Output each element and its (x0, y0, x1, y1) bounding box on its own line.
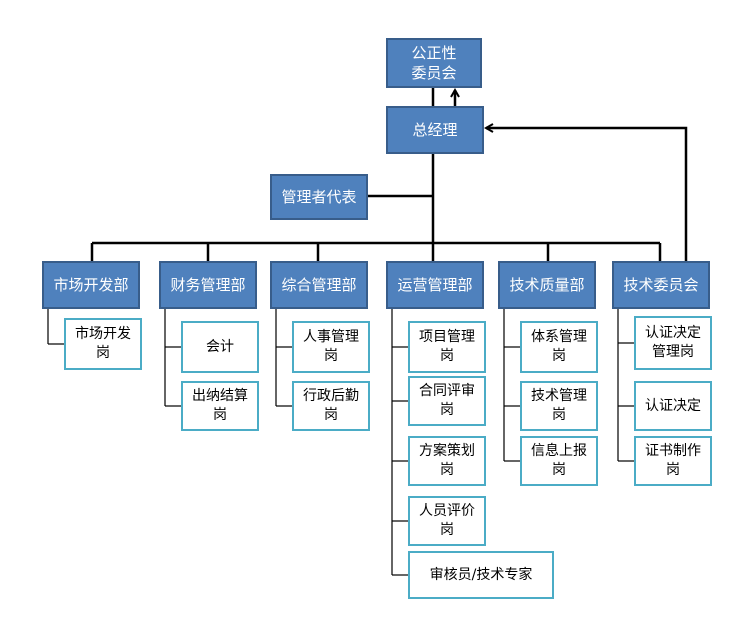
post-node: 人事管理 岗 (292, 321, 370, 373)
management-rep-label: 管理者代表 (281, 187, 357, 206)
department-node: 技术委员会 (612, 261, 710, 309)
feedback-arrow-line (486, 128, 688, 261)
post-node: 行政后勤 岗 (292, 381, 370, 431)
post-node: 项目管理 岗 (408, 321, 486, 373)
department-node: 综合管理部 (270, 261, 368, 309)
committee-label: 公正性 委员会 (411, 43, 457, 82)
post-label: 技术管理 岗 (531, 388, 587, 423)
post-label: 会计 (206, 338, 234, 355)
department-label: 综合管理部 (281, 275, 357, 294)
post-connector-lines (47, 309, 634, 576)
general-manager-node: 总经理 (386, 106, 484, 154)
department-label: 财务管理部 (170, 275, 246, 294)
post-label: 认证决定 管理岗 (645, 325, 701, 360)
post-label: 方案策划 岗 (419, 443, 475, 478)
post-label: 信息上报 岗 (531, 443, 587, 478)
post-node: 会计 (181, 321, 259, 373)
post-label: 合同评审 岗 (419, 383, 475, 418)
post-label: 人事管理 岗 (303, 329, 359, 364)
post-label: 行政后勤 岗 (303, 388, 359, 423)
department-node: 运营管理部 (386, 261, 484, 309)
post-label: 审核员/技术专家 (429, 566, 533, 583)
post-label: 证书制作 岗 (645, 443, 701, 478)
department-node: 财务管理部 (159, 261, 257, 309)
department-label: 市场开发部 (53, 275, 129, 294)
post-node: 认证决定 管理岗 (634, 316, 712, 370)
department-node: 市场开发部 (42, 261, 140, 309)
post-node: 认证决定 (634, 381, 712, 431)
post-node: 市场开发 岗 (64, 318, 142, 370)
post-label: 出纳结算 岗 (192, 388, 248, 423)
post-node: 信息上报 岗 (520, 436, 598, 486)
department-node: 技术质量部 (498, 261, 596, 309)
post-node: 人员评价 岗 (408, 496, 486, 546)
post-node: 证书制作 岗 (634, 436, 712, 486)
post-node: 审核员/技术专家 (408, 551, 554, 599)
department-label: 运营管理部 (397, 275, 473, 294)
post-label: 人员评价 岗 (419, 503, 475, 538)
post-node: 出纳结算 岗 (181, 381, 259, 431)
post-node: 方案策划 岗 (408, 436, 486, 486)
post-node: 技术管理 岗 (520, 381, 598, 431)
post-label: 认证决定 (645, 397, 701, 414)
department-label: 技术委员会 (623, 275, 699, 294)
committee-node: 公正性 委员会 (386, 38, 482, 88)
post-label: 体系管理 岗 (531, 329, 587, 364)
post-node: 体系管理 岗 (520, 321, 598, 373)
department-label: 技术质量部 (509, 275, 585, 294)
general-manager-label: 总经理 (412, 120, 458, 139)
management-rep-node: 管理者代表 (270, 174, 368, 220)
post-label: 市场开发 岗 (75, 326, 131, 361)
post-label: 项目管理 岗 (419, 329, 475, 364)
post-node: 合同评审 岗 (408, 376, 486, 426)
